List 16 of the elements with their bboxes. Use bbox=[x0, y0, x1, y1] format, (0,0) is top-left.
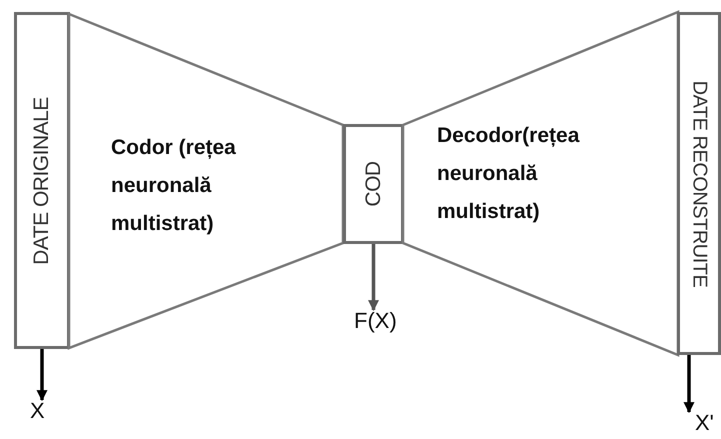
arrow bbox=[368, 244, 379, 312]
code-box bbox=[343, 124, 404, 244]
block-label: COD bbox=[362, 161, 386, 207]
data-column bbox=[14, 12, 70, 349]
network-description: Decodor(rețea neuronală multistrat) bbox=[437, 123, 580, 225]
output-label: X bbox=[30, 398, 45, 424]
block-label: DATE RECONSTRUITE bbox=[688, 80, 710, 287]
block-label: DATE ORIGINALE bbox=[30, 96, 54, 264]
arrow bbox=[684, 355, 694, 414]
network-description: Codor (rețea neuronală multistrat) bbox=[111, 135, 237, 237]
data-column bbox=[677, 12, 721, 355]
encoder-trapezoid bbox=[69, 14, 343, 348]
arrow bbox=[36, 349, 48, 402]
output-label: X' bbox=[695, 410, 714, 436]
decoder-trapezoid bbox=[403, 12, 678, 355]
output-label: F(X) bbox=[354, 308, 397, 334]
